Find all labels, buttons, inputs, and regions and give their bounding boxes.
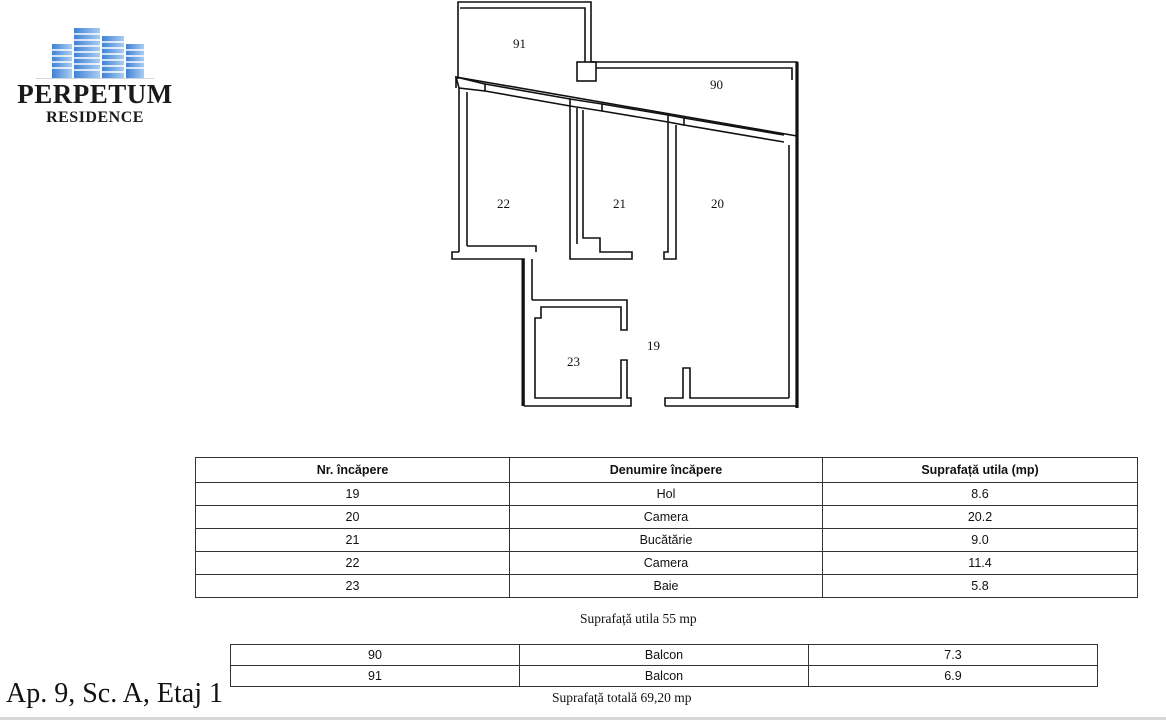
total-area-summary: Suprafață totală 69,20 mp [552,690,692,705]
table-row: 19 Hol 8.6 [195,482,1138,506]
room-area: 11.4 [822,551,1138,575]
room-number: 90 [230,644,520,666]
room-name: Camera [509,551,823,575]
room-name: Baie [509,574,823,598]
header-room-name: Denumire încăpere [509,457,823,483]
room-label-90: 90 [710,77,723,92]
room-label-21: 21 [613,196,626,211]
room-area: 5.8 [822,574,1138,598]
room-label-20: 20 [711,196,724,211]
room-area: 6.9 [808,665,1098,687]
table-row: 23 Baie 5.8 [195,574,1138,598]
table-row: 90 Balcon 7.3 [230,644,1098,666]
room-label-91: 91 [513,36,526,51]
room-area: 20.2 [822,505,1138,529]
perpetum-residence-logo: PERPETUM RESIDENCE [8,24,182,134]
buildings-icon [52,28,144,78]
logo-subtitle: RESIDENCE [46,109,144,126]
footer-divider [0,717,1166,720]
logo-brand-name: PERPETUM [17,79,173,109]
room-name: Balcon [519,665,809,687]
room-name: Hol [509,482,823,506]
floor-plan-drawing [451,1,799,408]
header-room-area: Suprafață utila (mp) [822,457,1138,483]
logo-divider [36,78,154,79]
room-number: 20 [195,505,510,529]
useful-area-summary: Suprafață utila 55 mp [580,611,697,626]
apartment-title: Ap. 9, Sc. A, Etaj 1 [6,678,223,709]
room-area: 9.0 [822,528,1138,552]
room-label-19: 19 [647,338,660,353]
room-area: 7.3 [808,644,1098,666]
room-number: 23 [195,574,510,598]
header-room-number: Nr. încăpere [195,457,510,483]
room-number: 22 [195,551,510,575]
room-name: Camera [509,505,823,529]
room-number: 91 [230,665,520,687]
room-number: 21 [195,528,510,552]
balcony-table: 90 Balcon 7.3 91 Balcon 6.9 [230,644,1098,687]
room-label-23: 23 [567,354,580,369]
table-row: 91 Balcon 6.9 [230,665,1098,687]
room-number: 19 [195,482,510,506]
table-row: 22 Camera 11.4 [195,551,1138,575]
table-header-row: Nr. încăpere Denumire încăpere Suprafață… [195,457,1138,483]
table-row: 21 Bucătărie 9.0 [195,528,1138,552]
room-label-22: 22 [497,196,510,211]
floor-plan: 91 90 22 21 20 19 23 [440,0,820,420]
table-row: 20 Camera 20.2 [195,505,1138,529]
rooms-table: Nr. încăpere Denumire încăpere Suprafață… [195,457,1138,598]
room-area: 8.6 [822,482,1138,506]
room-name: Balcon [519,644,809,666]
room-name: Bucătărie [509,528,823,552]
